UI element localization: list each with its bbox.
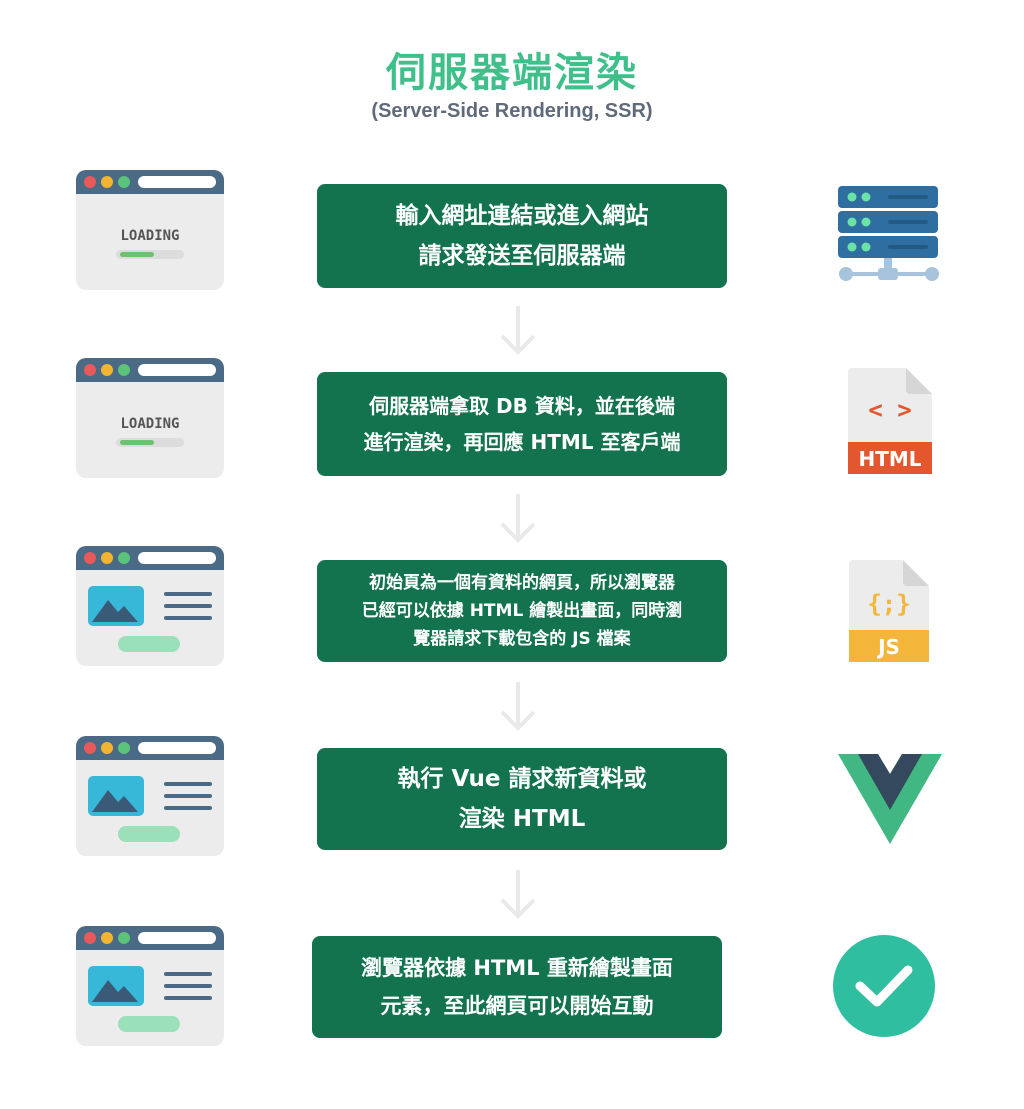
down-arrow-icon: [500, 682, 536, 731]
js-file-icon: {;} JS: [849, 560, 929, 662]
browser-loading-icon: LOADING: [76, 358, 224, 478]
step-4-box: 執行 Vue 請求新資料或 渲染 HTML: [317, 748, 727, 850]
step-1: LOADING 輸入網址連結或進入網站 請求發送至伺服器端: [0, 170, 1024, 290]
page-title: 伺服器端渲染: [386, 50, 638, 96]
check-circle-icon: [833, 935, 935, 1037]
browser-content-icon: [76, 546, 224, 666]
step-1-box: 輸入網址連結或進入網站 請求發送至伺服器端: [317, 184, 727, 288]
step-5: 瀏覽器依據 HTML 重新繪製畫面 元素，至此網頁可以開始互動: [0, 926, 1024, 1046]
step-2-box: 伺服器端拿取 DB 資料，並在後端 進行渲染，再回應 HTML 至客戶端: [317, 372, 727, 476]
down-arrow-icon: [500, 494, 536, 543]
browser-content-icon: [76, 926, 224, 1046]
step-3-box: 初始頁為一個有資料的網頁，所以瀏覽器 已經可以依據 HTML 繪製出畫面，同時瀏…: [317, 560, 727, 662]
js-glyph: {;}: [867, 590, 910, 618]
html-file-icon: < > HTML: [848, 368, 932, 474]
step-4-text: 執行 Vue 請求新資料或 渲染 HTML: [397, 766, 647, 832]
loading-label: LOADING: [120, 416, 179, 432]
loading-label: LOADING: [120, 228, 179, 244]
browser-loading-icon: LOADING: [76, 170, 224, 290]
step-5-box: 瀏覽器依據 HTML 重新繪製畫面 元素，至此網頁可以開始互動: [312, 936, 722, 1038]
browser-content-icon: [76, 736, 224, 856]
step-5-text: 瀏覽器依據 HTML 重新繪製畫面 元素，至此網頁可以開始互動: [361, 956, 673, 1018]
down-arrow-icon: [500, 306, 536, 355]
step-4: 執行 Vue 請求新資料或 渲染 HTML: [0, 736, 1024, 856]
step-2-text: 伺服器端拿取 DB 資料，並在後端 進行渲染，再回應 HTML 至客戶端: [363, 394, 681, 454]
step-3: 初始頁為一個有資料的網頁，所以瀏覽器 已經可以依據 HTML 繪製出畫面，同時瀏…: [0, 546, 1024, 666]
js-label: JS: [876, 635, 900, 659]
vue-logo-icon: [838, 754, 942, 844]
step-3-text: 初始頁為一個有資料的網頁，所以瀏覽器 已經可以依據 HTML 繪製出畫面，同時瀏…: [361, 573, 683, 649]
step-1-text: 輸入網址連結或進入網站 請求發送至伺服器端: [395, 203, 649, 269]
html-glyph: < >: [868, 396, 911, 424]
html-label: HTML: [858, 447, 921, 471]
down-arrow-icon: [500, 870, 536, 919]
page-subtitle: (Server-Side Rendering, SSR): [371, 100, 653, 122]
step-2: LOADING 伺服器端拿取 DB 資料，並在後端 進行渲染，再回應 HTML …: [0, 358, 1024, 478]
server-icon: [838, 186, 939, 281]
